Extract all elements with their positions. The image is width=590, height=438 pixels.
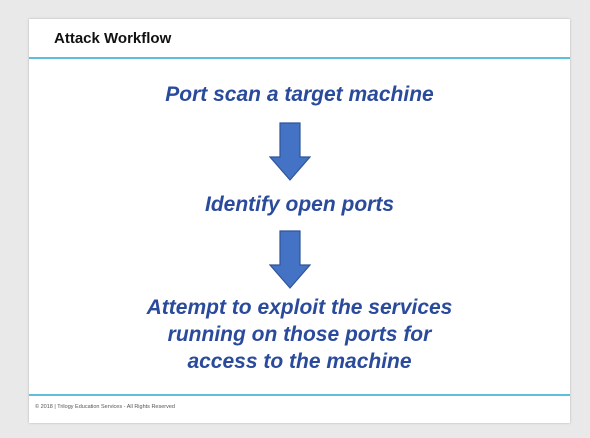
slide: Attack Workflow Port scan a target machi… (29, 19, 570, 423)
workflow-step-3-line-1: Attempt to exploit the services (146, 296, 453, 319)
copyright-footer: © 2018 | Trilogy Education Services - Al… (35, 404, 175, 410)
down-arrow-icon (269, 230, 311, 289)
workflow-step-2: Identify open ports (205, 193, 394, 216)
workflow-step-3-line-2: running on those ports for (167, 323, 432, 346)
down-arrow-icon (269, 122, 311, 181)
top-divider (29, 57, 570, 59)
workflow-step-1: Port scan a target machine (165, 83, 434, 106)
workflow-step-3-line-3: access to the machine (187, 350, 412, 373)
slide-title: Attack Workflow (54, 30, 172, 47)
bottom-divider (29, 394, 570, 396)
workflow-step-3: Attempt to exploit the services running … (29, 294, 570, 375)
